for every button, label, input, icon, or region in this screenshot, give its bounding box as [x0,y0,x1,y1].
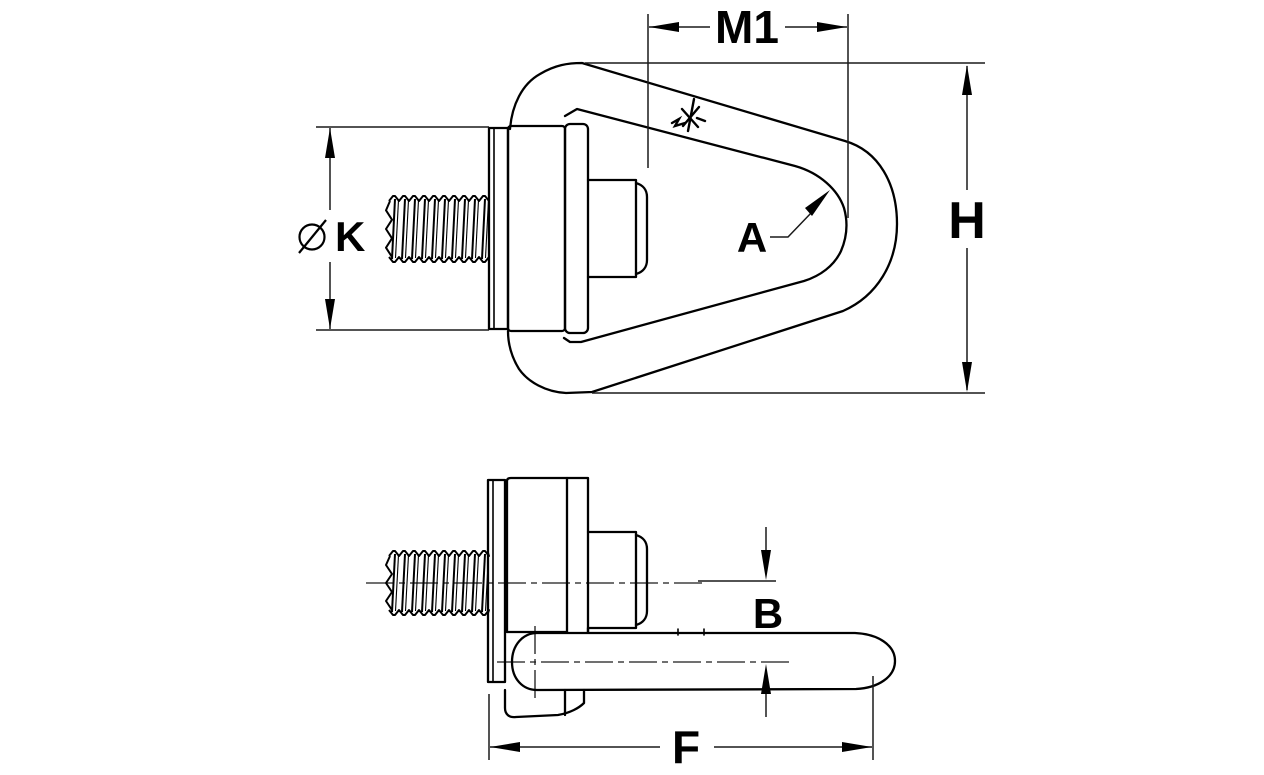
a-leader-arrow [805,190,830,216]
thread-line [388,256,490,263]
k-arrow-bottom [325,299,335,329]
dimension-label-a: A [737,214,767,261]
dimension-label-k: K [335,213,365,260]
dimension-label-b: B [753,590,783,637]
body-block [506,124,567,333]
boss-hub [586,178,649,279]
thread-line [454,199,460,259]
washer-flange-side [486,478,507,684]
bail-far-limb [503,688,586,719]
thread-line [434,199,440,259]
leader-a: A [737,190,830,261]
thread-line [401,553,406,613]
thread-line [414,554,420,612]
threaded-stud [385,195,490,263]
thread-line [394,554,400,612]
thread-line [404,554,410,612]
thread-line [411,198,416,260]
bail-outer-contour [506,61,899,395]
thread-line [441,553,446,613]
thread-line [391,198,396,260]
thread-line [474,199,480,259]
dimension-b: B [698,527,783,717]
m1-arrow-right [817,22,847,32]
dimension-k: K [298,126,489,331]
forge-mark-icon [670,97,707,133]
thread-line [401,198,406,260]
side-view [366,476,897,719]
dimension-label-m1: M1 [715,1,779,53]
front-view [385,61,899,395]
thread-line [461,553,466,613]
side-view-dimensions: B F [488,527,874,773]
threaded-stud-side [385,550,490,616]
body-block-side [505,476,590,634]
bail-inner-contour [562,107,848,344]
thread-line [388,609,490,616]
washer-flange [487,126,510,331]
dimension-label-h: H [948,192,986,250]
front-view-dimensions: M1 H K [298,1,986,394]
thread-line [441,198,446,260]
h-arrow-bottom [962,362,972,392]
thread-line [414,199,420,259]
bail-bar [510,628,897,692]
thread-line [385,555,393,611]
thread-line [404,199,410,259]
thread-line [394,199,400,259]
thread-line [454,554,460,612]
thread-line [431,198,436,260]
thread-line [424,554,430,612]
thread-line [434,554,440,612]
thread-line [451,553,456,613]
thread-line [411,553,416,613]
thread-line [385,200,393,258]
h-arrow-top [962,65,972,95]
thread-line [388,195,490,202]
thread-line [421,198,426,260]
thread-line [471,198,476,260]
thread-line [424,199,430,259]
boss-hub-side [586,530,649,630]
thread-line [391,553,396,613]
thread-line [464,199,470,259]
f-arrow-right [842,742,872,752]
thread-line [431,553,436,613]
thread-line [444,554,450,612]
diameter-symbol-icon [298,219,327,254]
thread-line [471,553,476,613]
thread-line [444,199,450,259]
b-arrow-down [761,550,771,580]
collar [563,122,590,335]
thread-line [481,198,486,260]
thread-line [388,550,490,557]
dimension-label-f: F [672,721,700,773]
dimension-h: H [585,62,986,394]
thread-line [421,553,426,613]
thread-line [481,553,486,613]
m1-arrow-left [649,22,679,32]
thread-line [461,198,466,260]
f-arrow-left [490,742,520,752]
dimension-m1: M1 [647,1,849,218]
thread-line [464,554,470,612]
b-arrow-up [761,664,771,694]
k-arrow-top [325,128,335,158]
thread-line [451,198,456,260]
thread-line [474,554,480,612]
dimension-f: F [488,676,874,773]
